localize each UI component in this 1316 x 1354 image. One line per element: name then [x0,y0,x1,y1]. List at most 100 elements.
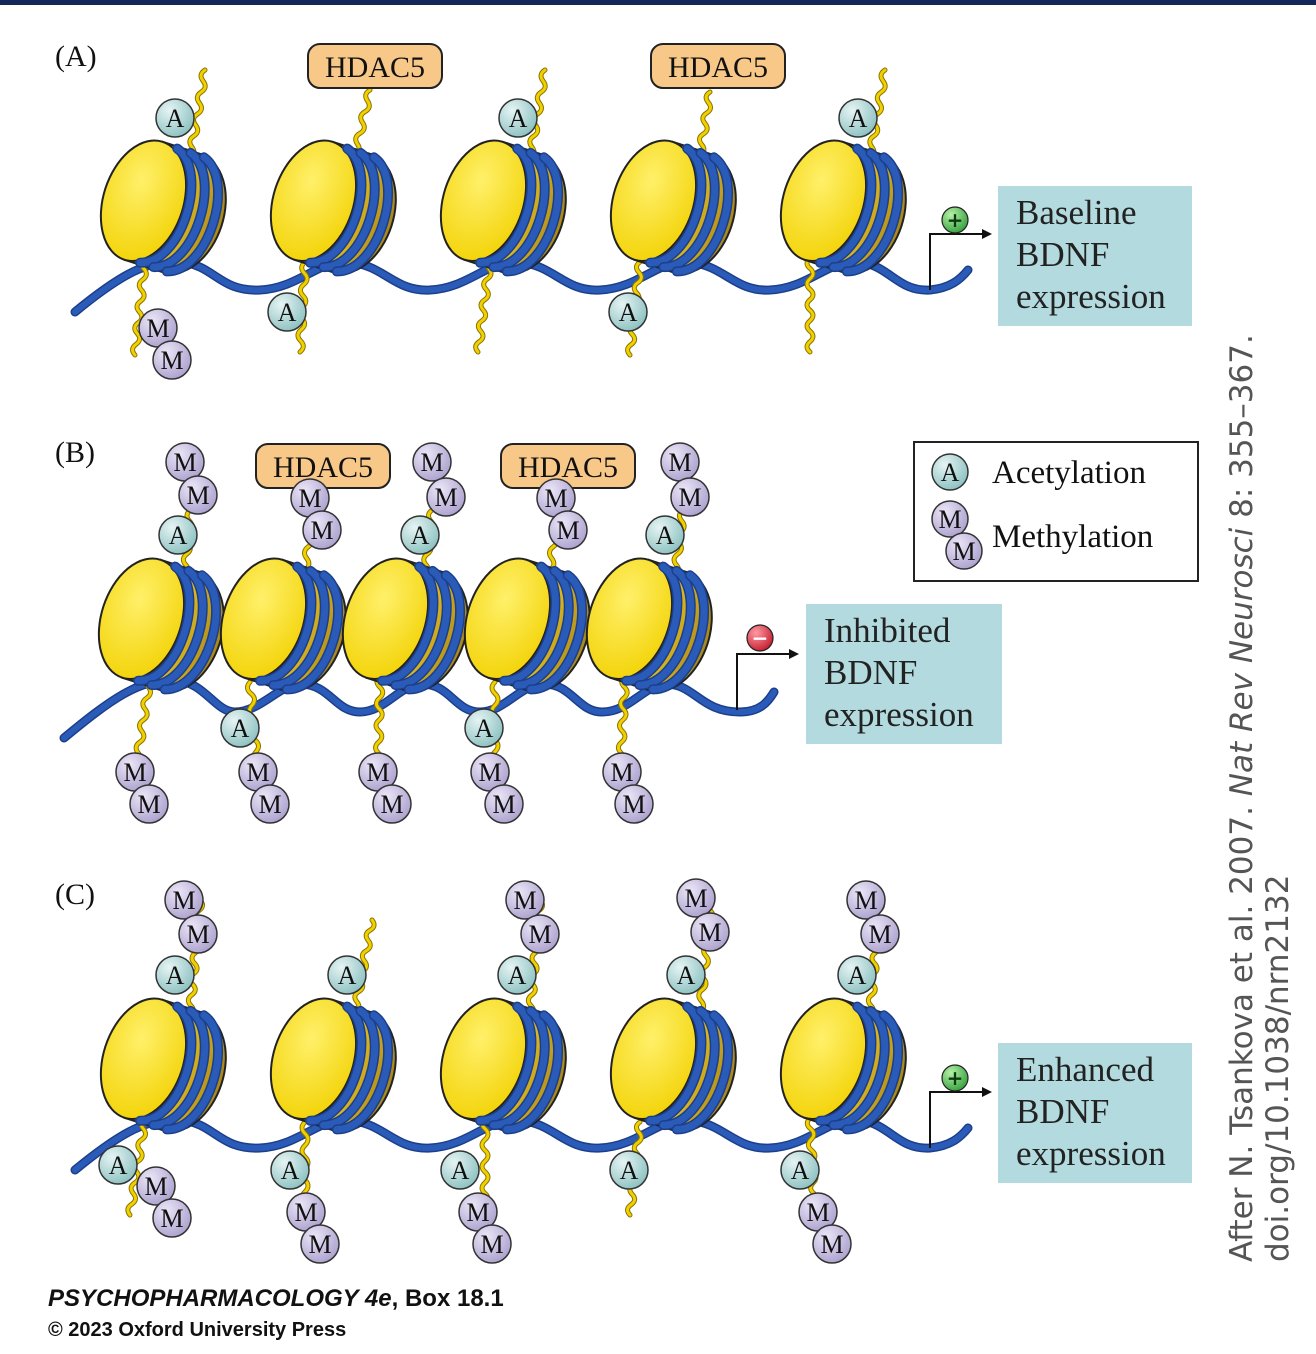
svg-text:M: M [160,1204,183,1233]
svg-text:M: M [610,758,633,787]
acetyl-mark-c-1: A [155,955,195,995]
methyl-mark-b-1: M [165,442,205,482]
svg-text:M: M [246,758,269,787]
methyl-mark-b-20: M [614,784,654,824]
methyl-mark-c-16: M [812,1224,852,1264]
svg-text:A: A [791,1156,810,1185]
svg-text:M: M [434,483,457,512]
svg-text:A: A [338,961,357,990]
acetyl-mark-a-4: A [267,292,307,332]
acetyl-mark-b-3: A [645,515,685,555]
svg-text:A: A [281,1156,300,1185]
svg-text:M: M [186,481,209,510]
methyl-mark-b-14: M [250,784,290,824]
activation-sign-a: + [941,206,969,234]
svg-text:M: M [480,1230,503,1259]
outcome-line-c-1: Enhanced [1016,1050,1154,1089]
nucleosome-b-2 [219,557,347,695]
nucleosome-b-1 [97,557,225,695]
panel-label-b: (B) [55,436,95,469]
outcome-box-c [998,1043,1192,1183]
outcome-line-b-2: BDNF [824,653,917,692]
hdac5-tag-b-2: HDAC5 [500,443,636,489]
svg-text:A: A [475,714,494,743]
methyl-mark-b-11: M [115,752,155,792]
methyl-mark-b-12: M [129,784,169,824]
attribution-doi: doi.org/10.1038/nrn2132 [1260,875,1296,1262]
svg-text:M: M [186,920,209,949]
svg-text:M: M [806,1198,829,1227]
hdac5-tag-a-1: HDAC5 [307,43,443,89]
footer-copyright: © 2023 Oxford University Press [48,1319,347,1341]
outcome-box-a [998,186,1192,326]
acetyl-mark-c-9: A [609,1150,649,1190]
footer-book-title: PSYCHOPHARMACOLOGY 4e [48,1285,392,1312]
methyl-mark-a-1: M [138,308,178,348]
acetyl-mark-c-10: A [780,1150,820,1190]
svg-text:M: M [678,483,701,512]
hdac5-label-a-1: HDAC5 [325,51,425,84]
attribution-prefix: After N. Tsankova et al. 2007. [1224,796,1260,1262]
nucleosome-a-3 [439,139,567,277]
methyl-mark-c-12: M [300,1224,340,1264]
svg-text:A: A [619,298,638,327]
methyl-mark-c-2: M [178,914,218,954]
svg-text:−: − [752,626,769,650]
legend-acetylation-label: Acetylation [992,455,1146,491]
svg-text:M: M [492,790,515,819]
methyl-mark-b-15: M [358,752,398,792]
outcome-line-a-2: BDNF [1016,235,1109,274]
svg-text:M: M [854,886,877,915]
svg-text:A: A [848,961,867,990]
svg-text:M: M [298,484,321,513]
svg-text:A: A [109,1151,128,1180]
promoter-arrow-a [929,229,992,290]
acetyl-mark-a-2: A [498,98,538,138]
methyl-mark-a-2: M [152,340,192,380]
repression-sign-b: − [746,624,774,652]
methyl-mark-b-6: M [670,477,710,517]
svg-text:A: A [411,521,430,550]
methyl-mark-c-3: M [505,880,545,920]
svg-text:A: A [941,458,960,487]
svg-text:M: M [938,505,961,534]
svg-text:A: A [166,104,185,133]
legend-acetyl-icon: A [931,453,969,491]
methyl-mark-b-3: M [412,442,452,482]
svg-text:M: M [173,448,196,477]
methyl-mark-b-4: M [426,477,466,517]
svg-text:M: M [466,1198,489,1227]
outcome-line-b-3: expression [824,695,974,734]
svg-text:M: M [172,886,195,915]
nucleosome-a-4 [609,139,737,277]
attribution-journal: Nat Rev Neurosci [1224,527,1260,796]
svg-text:A: A [508,961,527,990]
svg-text:M: M [868,920,891,949]
nucleosome-b-3 [341,557,469,695]
nucleosome-c-5 [779,997,907,1135]
nucleosome-b-5 [585,557,713,695]
methyl-mark-c-5: M [676,878,716,918]
methyl-mark-c-9: M [136,1166,176,1206]
methyl-mark-c-11: M [286,1192,326,1232]
attribution: After N. Tsankova et al. 2007. Nat Rev N… [1224,334,1296,1262]
footer-book-line: PSYCHOPHARMACOLOGY 4e, Box 18.1 [48,1285,504,1313]
acetyl-mark-b-1: A [158,515,198,555]
nucleosome-a-2 [269,139,397,277]
svg-text:A: A [278,298,297,327]
outcome-line-c-3: expression [1016,1134,1166,1173]
svg-text:A: A [849,104,868,133]
promoter-arrow-c [929,1087,992,1148]
nucleosome-b-4 [463,557,591,695]
svg-text:M: M [622,790,645,819]
svg-text:M: M [698,918,721,947]
svg-text:M: M [144,1172,167,1201]
svg-text:M: M [684,884,707,913]
acetyl-mark-b-4: A [220,708,260,748]
acetyl-mark-b-2: A [400,515,440,555]
methyl-mark-b-17: M [470,752,510,792]
svg-text:M: M [952,537,975,566]
attribution-suffix: 8: 355–367. [1224,334,1260,528]
svg-text:M: M [820,1230,843,1259]
